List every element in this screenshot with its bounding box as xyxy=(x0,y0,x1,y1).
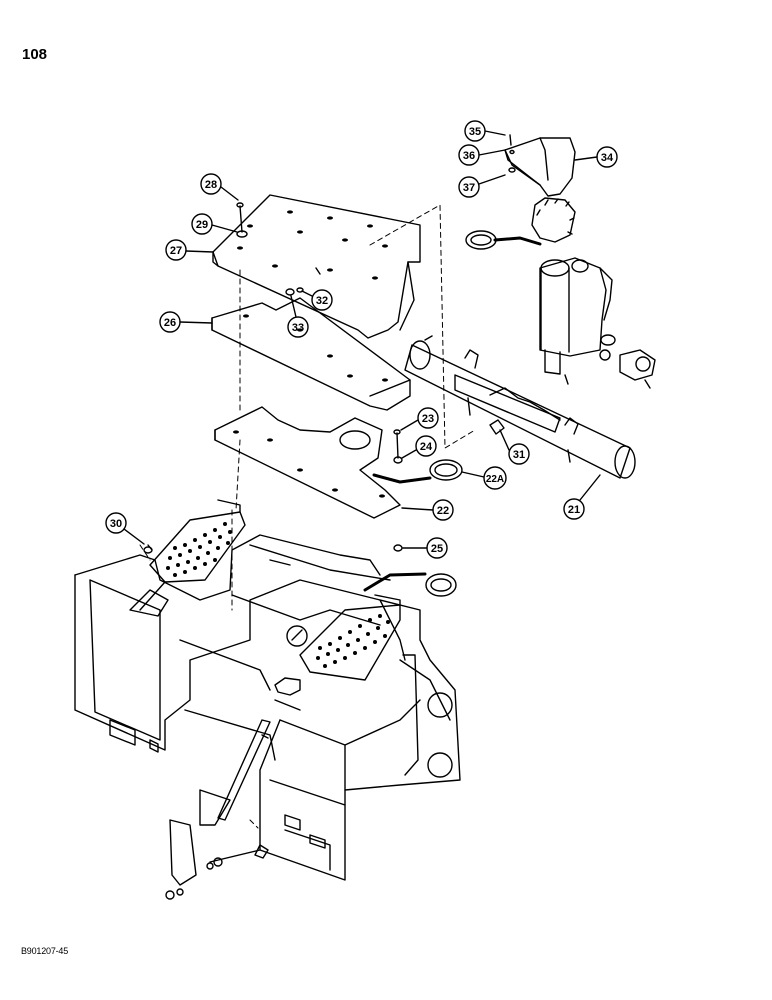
callout-28: 28 xyxy=(200,173,239,201)
svg-text:35: 35 xyxy=(469,126,481,138)
seal-ring-22a xyxy=(372,459,463,484)
callout-21: 21 xyxy=(563,474,601,520)
svg-text:32: 32 xyxy=(316,295,328,307)
svg-text:37: 37 xyxy=(463,182,475,194)
callout-33: 33 xyxy=(287,295,309,338)
callout-30: 30 xyxy=(105,512,145,545)
steering-valve xyxy=(531,197,656,389)
svg-text:31: 31 xyxy=(513,449,525,461)
svg-text:26: 26 xyxy=(164,317,176,329)
svg-text:25: 25 xyxy=(431,543,443,555)
main-frame xyxy=(74,534,461,881)
cover-34 xyxy=(504,137,576,197)
seal-ring-lower xyxy=(363,572,457,597)
callout-31: 31 xyxy=(499,429,530,465)
svg-text:23: 23 xyxy=(422,413,434,425)
callout-26: 26 xyxy=(159,311,213,333)
page-number: 108 xyxy=(22,46,48,63)
plate-26 xyxy=(211,297,411,411)
callout-25: 25 xyxy=(402,537,448,559)
svg-text:36: 36 xyxy=(463,150,475,162)
callout-35: 35 xyxy=(464,120,506,142)
pedal-right xyxy=(274,594,401,711)
pedal-left xyxy=(129,499,246,617)
svg-text:22: 22 xyxy=(437,505,449,517)
callouts: 35 36 37 34 28 29 27 32 xyxy=(105,120,618,559)
callout-29: 29 xyxy=(191,213,238,235)
svg-text:29: 29 xyxy=(196,219,208,231)
assembly-guide-lines xyxy=(139,204,476,829)
callout-34: 34 xyxy=(574,146,618,168)
steering-cylinder xyxy=(404,335,636,479)
callout-36: 36 xyxy=(458,144,506,166)
figure-code: B901207-45 xyxy=(21,946,69,956)
callout-27: 27 xyxy=(165,239,214,261)
svg-text:30: 30 xyxy=(110,518,122,530)
svg-text:27: 27 xyxy=(170,245,182,257)
plate-22 xyxy=(214,406,401,519)
callout-32: 32 xyxy=(301,289,333,311)
svg-text:24: 24 xyxy=(420,441,433,453)
svg-text:21: 21 xyxy=(568,504,580,516)
svg-text:34: 34 xyxy=(601,152,614,164)
callout-24: 24 xyxy=(401,435,437,459)
plate-27 xyxy=(212,194,421,339)
callout-22: 22 xyxy=(401,499,454,521)
svg-text:22A: 22A xyxy=(486,474,504,485)
callout-23: 23 xyxy=(400,407,439,431)
svg-text:28: 28 xyxy=(205,179,217,191)
callout-22a: 22A xyxy=(461,466,507,490)
callout-37: 37 xyxy=(458,174,506,198)
hardware xyxy=(143,134,516,554)
linkage xyxy=(165,719,271,900)
seal-ring-upper xyxy=(465,230,542,250)
svg-text:33: 33 xyxy=(292,322,304,334)
